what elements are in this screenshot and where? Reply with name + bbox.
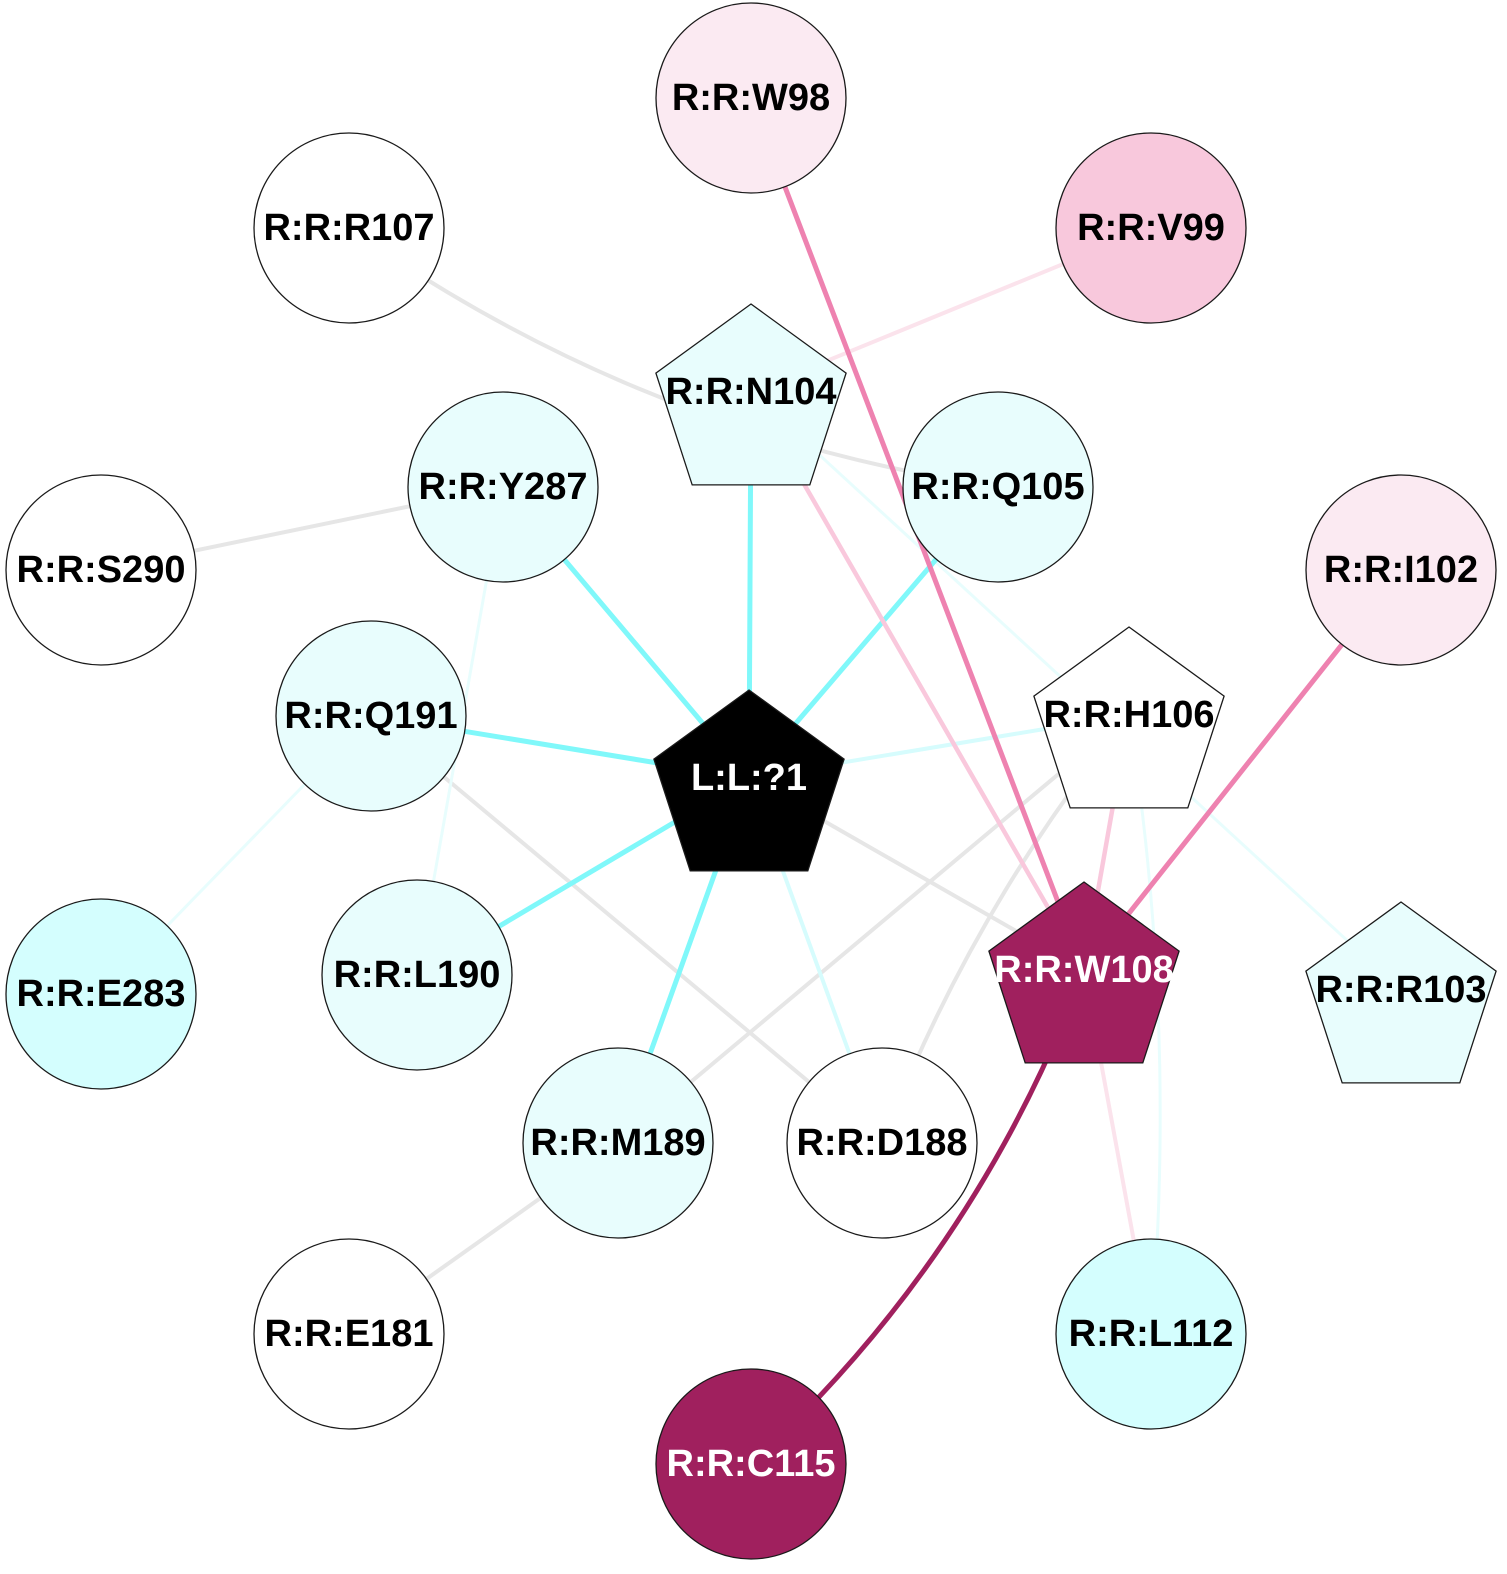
node-r103[interactable]: R:R:R103 <box>1305 901 1497 1084</box>
node-label-c115: R:R:C115 <box>667 1443 836 1485</box>
node-w98[interactable]: R:R:W98 <box>655 2 847 194</box>
node-h106[interactable]: R:R:H106 <box>1033 626 1225 809</box>
node-shape-y287 <box>407 391 599 583</box>
node-label-n104: R:R:N104 <box>665 371 836 413</box>
node-shape-h106 <box>1033 626 1225 809</box>
node-label-r103: R:R:R103 <box>1315 969 1486 1011</box>
node-label-e181: R:R:E181 <box>265 1313 434 1355</box>
node-y287[interactable]: R:R:Y287 <box>407 391 599 583</box>
node-label-q191: R:R:Q191 <box>284 695 457 737</box>
node-s290[interactable]: R:R:S290 <box>5 474 197 666</box>
node-shape-r107 <box>253 132 445 324</box>
node-label-w108: R:R:W108 <box>994 949 1173 991</box>
node-shape-e181 <box>253 1238 445 1430</box>
node-label-i102: R:R:I102 <box>1324 549 1478 591</box>
node-d188[interactable]: R:R:D188 <box>786 1047 978 1239</box>
node-shape-l1 <box>653 689 845 872</box>
node-c115[interactable]: R:R:C115 <box>655 1368 847 1560</box>
node-label-q105: R:R:Q105 <box>911 466 1084 508</box>
node-shape-r103 <box>1305 901 1497 1084</box>
node-m189[interactable]: R:R:M189 <box>522 1047 714 1239</box>
node-shape-e283 <box>5 898 197 1090</box>
node-label-h106: R:R:H106 <box>1043 694 1214 736</box>
node-v99[interactable]: R:R:V99 <box>1055 132 1247 324</box>
node-e181[interactable]: R:R:E181 <box>253 1238 445 1430</box>
node-l190[interactable]: R:R:L190 <box>321 879 513 1071</box>
node-label-r107: R:R:R107 <box>263 207 434 249</box>
edge-r107-q105 <box>347 226 1000 489</box>
node-label-w98: R:R:W98 <box>672 77 830 119</box>
node-shape-w108 <box>988 881 1180 1064</box>
node-shape-l190 <box>321 879 513 1071</box>
node-w108[interactable]: R:R:W108 <box>988 881 1180 1064</box>
node-i102[interactable]: R:R:I102 <box>1305 474 1497 666</box>
node-shape-d188 <box>786 1047 978 1239</box>
node-shape-m189 <box>522 1047 714 1239</box>
node-shape-i102 <box>1305 474 1497 666</box>
node-l1[interactable]: L:L:?1 <box>653 689 845 872</box>
node-shape-w98 <box>655 2 847 194</box>
node-q191[interactable]: R:R:Q191 <box>275 620 467 812</box>
node-n104[interactable]: R:R:N104 <box>655 303 847 486</box>
node-label-d188: R:R:D188 <box>796 1122 967 1164</box>
node-label-m189: R:R:M189 <box>530 1122 705 1164</box>
node-label-l1: L:L:?1 <box>691 757 807 799</box>
node-shape-n104 <box>655 303 847 486</box>
node-r107[interactable]: R:R:R107 <box>253 132 445 324</box>
node-l112[interactable]: R:R:L112 <box>1055 1238 1247 1430</box>
node-shape-l112 <box>1055 1238 1247 1430</box>
node-label-v99: R:R:V99 <box>1077 207 1225 249</box>
node-e283[interactable]: R:R:E283 <box>5 898 197 1090</box>
node-label-l112: R:R:L112 <box>1069 1313 1234 1355</box>
node-shape-q105 <box>902 391 1094 583</box>
node-shape-c115 <box>655 1368 847 1560</box>
node-shape-s290 <box>5 474 197 666</box>
node-label-y287: R:R:Y287 <box>419 466 588 508</box>
node-shape-v99 <box>1055 132 1247 324</box>
node-label-s290: R:R:S290 <box>17 549 186 591</box>
node-label-e283: R:R:E283 <box>17 973 186 1015</box>
node-shape-q191 <box>275 620 467 812</box>
node-q105[interactable]: R:R:Q105 <box>902 391 1094 583</box>
node-label-l190: R:R:L190 <box>334 954 501 996</box>
